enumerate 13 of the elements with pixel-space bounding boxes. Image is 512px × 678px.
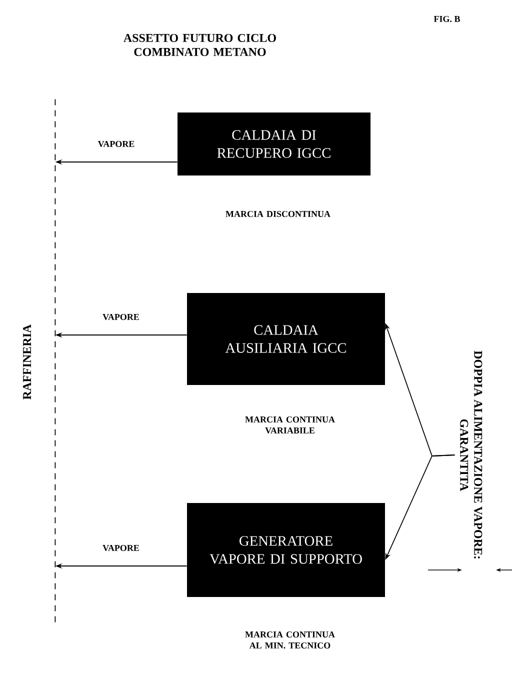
- process-box: CALDAIA DI RECUPERO IGCC: [178, 112, 370, 176]
- refinery-boundary: RAFFINERIA: [23, 98, 56, 626]
- process-box: GENERATORE VAPORE DI SUPPORTO: [187, 503, 385, 597]
- operating-note: MARCIA CONTINUA AL MIN. TECNICO: [245, 631, 335, 649]
- process-box: CALDAIA AUSILIARIA IGCC: [187, 293, 385, 385]
- note-text: DOPPIA ALIMENTAZIONE VAPORE: GARANTITA: [460, 350, 482, 558]
- operating-note: MARCIA DISCONTINUA: [226, 210, 330, 218]
- edge-label: VAPORE: [98, 140, 134, 148]
- figure-label: FIG. B: [434, 16, 460, 22]
- operating-note: MARCIA CONTINUA VARIABILE: [245, 416, 335, 434]
- edge-label: VAPORE: [102, 544, 139, 552]
- edge-label: VAPORE: [102, 314, 139, 320]
- title: ASSETTO FUTURO CICLO COMBINATO METANO: [124, 34, 276, 56]
